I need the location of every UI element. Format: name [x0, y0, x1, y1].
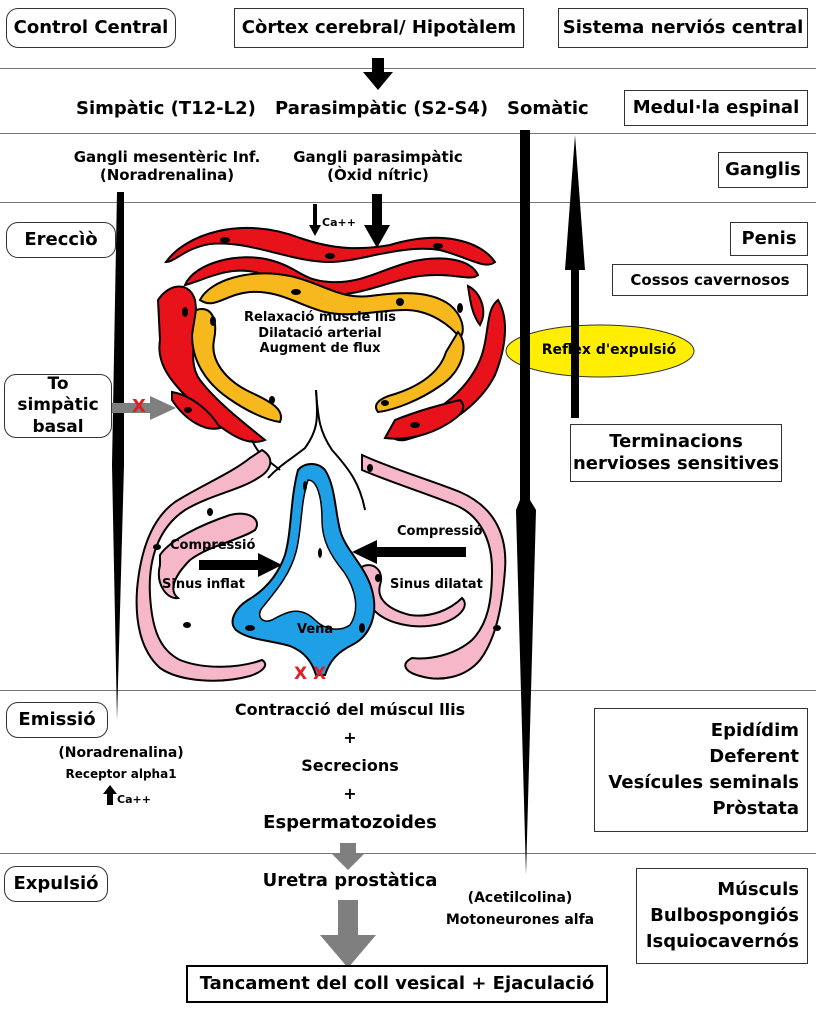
- organ-vesicules: Vesícules seminals: [608, 772, 799, 793]
- cossos-box: Cossos cavernosos: [612, 264, 808, 296]
- separator-3: [0, 202, 816, 203]
- final-outcome-box: Tancament del coll vesical + Ejaculació: [186, 965, 608, 1003]
- reflex-box: Reflex d'expulsió: [524, 326, 694, 376]
- espermatozoides-label: Espermatozoides: [263, 812, 437, 833]
- secrecions-label: Secrecions: [301, 756, 399, 775]
- relax-line3: Augment de flux: [259, 341, 381, 357]
- organ-prostata: Pròstata: [712, 798, 799, 820]
- gangli-parasimpatic-line1: Gangli parasimpàtic: [293, 148, 463, 166]
- control-central-label: Control Central: [13, 16, 169, 38]
- motoneurones-label: Motoneurones alfa: [445, 912, 595, 928]
- ganglis-label: Ganglis: [725, 158, 801, 180]
- gray-arrow-large: [320, 900, 376, 968]
- medulla-box: Medul·la espinal: [624, 90, 808, 126]
- gray-arrow-small: [331, 843, 365, 870]
- to-simpatic-line1: To simpàtic: [17, 374, 99, 416]
- emission-label: Emissió: [18, 708, 96, 730]
- plus-1: +: [343, 728, 357, 747]
- organ-epididim: Epidídim: [710, 719, 799, 741]
- ca-bottom-label: Ca++: [117, 793, 151, 806]
- compression-arrow-left: [199, 553, 282, 577]
- muscles-box: Músculs Bulbospongiós Isquiocavernós: [636, 868, 808, 964]
- cortex-label: Còrtex cerebral/ Hipotàlem: [241, 16, 517, 38]
- pink-right: [361, 453, 507, 680]
- compression-arrow-right: [352, 540, 466, 564]
- pink-right-inner: [357, 564, 466, 628]
- blocked-x-mark: X: [132, 396, 146, 417]
- somatic-line: [516, 130, 536, 875]
- red-side-right-strip: [466, 284, 485, 327]
- compressio-left: Compressió: [170, 538, 256, 553]
- medulla-label: Medul·la espinal: [632, 96, 800, 118]
- reflex-ellipse: [505, 324, 695, 378]
- separator-2: [0, 133, 816, 134]
- pink-left-inner: [157, 512, 258, 600]
- noradrenalina-label: (Noradrenalina): [58, 745, 184, 761]
- relaxation-text: Relaxació muscle llis Dilatació arterial…: [230, 310, 410, 357]
- sensory-up-arrow: [565, 135, 585, 418]
- compressio-right: Compressió: [397, 524, 483, 539]
- parasimpatic-label: Parasimpàtic (S2-S4): [275, 98, 489, 119]
- emission-box: Emissió: [6, 702, 108, 738]
- relax-line2: Dilatació arterial: [258, 325, 382, 341]
- plus-2: +: [343, 784, 357, 803]
- separator-1: [0, 68, 816, 69]
- sinus-dilatat: Sinus dilatat: [390, 577, 483, 592]
- vein-x-marks: X X: [294, 664, 327, 684]
- contraccio-label: Contracció del múscul llis: [234, 700, 466, 719]
- cossos-label: Cossos cavernosos: [630, 270, 790, 289]
- orange-left: [190, 308, 283, 424]
- terminacions-line2: nervioses sensitives: [572, 453, 780, 474]
- ca-arrow-bottom: [103, 785, 117, 805]
- acetilcolina-label: (Acetilcolina): [467, 890, 573, 906]
- expulsion-label: Expulsió: [13, 872, 99, 894]
- gangli-parasimpatic-line2: (Òxid nítric): [327, 166, 429, 184]
- somatic-label: Somàtic: [507, 98, 589, 119]
- separator-4: [0, 690, 816, 691]
- snc-box: Sistema nerviós central: [558, 8, 808, 48]
- muscle-isquiocavernos: Isquiocavernós: [645, 931, 799, 953]
- cortex-box: Còrtex cerebral/ Hipotàlem: [234, 8, 524, 48]
- cortex-arrow: [363, 58, 393, 90]
- vena-label: Vena: [297, 622, 334, 637]
- terminacions-line1: Terminacions: [609, 430, 743, 452]
- gangli-mesenteric-line1: Gangli mesentèric Inf.: [73, 148, 261, 166]
- terminacions-box: Terminacions nervioses sensitives: [570, 424, 782, 482]
- snc-label: Sistema nerviós central: [562, 16, 804, 38]
- organs-box: Epidídim Deferent Vesícules seminals Prò…: [594, 708, 808, 832]
- pink-left: [135, 448, 272, 682]
- sinus-inflat: Sinus inflat: [162, 577, 245, 592]
- erection-box: Ereccìò: [6, 222, 116, 258]
- red-lower-right: [383, 398, 465, 440]
- separator-5: [0, 853, 816, 854]
- red-side-left-strip: [171, 390, 222, 430]
- control-central-box: Control Central: [6, 8, 176, 48]
- relax-line1: Relaxació muscle llis: [244, 310, 396, 325]
- ganglis-box: Ganglis: [718, 152, 808, 188]
- gangli-parasimpatic: Gangli parasimpàtic (Òxid nítric): [278, 148, 478, 184]
- penis-label: Penis: [741, 227, 797, 249]
- gangli-mesenteric: Gangli mesentèric Inf. (Noradrenalina): [62, 148, 272, 184]
- muscle-bulbospongios: Bulbospongiós: [650, 904, 799, 926]
- penis-box: Penis: [730, 222, 808, 256]
- parasympathetic-arrow: [364, 194, 390, 248]
- red-arc-outer: [164, 226, 497, 266]
- simpatic-label: Simpàtic (T12-L2): [76, 98, 256, 119]
- final-outcome-label: Tancament del coll vesical + Ejaculació: [199, 972, 595, 994]
- sympathetic-line: [112, 192, 124, 720]
- gangli-mesenteric-line2: (Noradrenalina): [99, 166, 235, 184]
- expulsion-box: Expulsió: [4, 866, 108, 902]
- to-simpatic-arrow: [110, 396, 176, 420]
- ca-top-label: Ca++: [322, 216, 356, 229]
- uretra-label: Uretra prostàtica: [262, 870, 438, 891]
- erection-label: Ereccìò: [24, 228, 98, 250]
- reflex-label: Reflex d'expulsió: [541, 342, 677, 359]
- to-simpatic-line2: basal: [32, 416, 84, 437]
- ca-arrow-top: [309, 204, 321, 236]
- receptor-label: Receptor alpha1: [65, 767, 177, 781]
- organ-deferent: Deferent: [709, 745, 799, 767]
- to-simpatic-box: To simpàtic basal: [4, 374, 112, 438]
- muscle-title: Músculs: [717, 878, 799, 900]
